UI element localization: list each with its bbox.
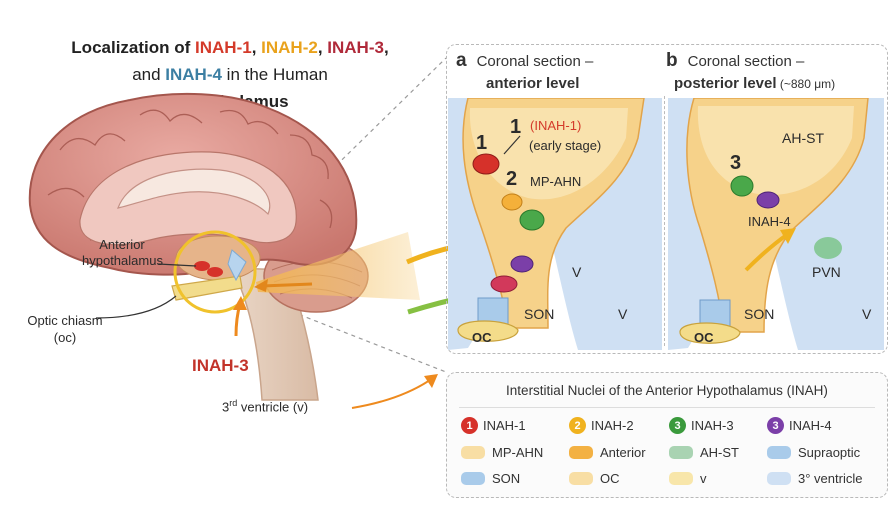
legend-swatch-oc [569, 472, 593, 485]
panel-a-v-label: V [572, 264, 581, 280]
legend-label-third-ventricle: 3° ventricle [798, 471, 862, 486]
legend-item-inah1: 1 INAH-1 [461, 417, 526, 434]
panel-b-v-right-label: V [862, 306, 871, 322]
legend-item-third-ventricle: 3° ventricle [767, 471, 862, 486]
label-optic-chiasm-line1: Optic chiasm [20, 312, 110, 329]
legend-label-son: SON [492, 471, 520, 486]
label-anterior-hypothalamus: Anterior hypothalamus [82, 237, 162, 269]
legend-badge-inah1: 1 [461, 417, 478, 434]
label-hypothalamus: hypothalamus [82, 253, 162, 269]
panel-a-header: a Coronal section – anterior level [456, 50, 656, 95]
legend-item-inah2: 2 INAH-2 [569, 417, 634, 434]
panel-b-pvn-region [814, 237, 842, 259]
label-inah3: INAH-3 [192, 356, 249, 376]
panel-a-letter: a [456, 50, 467, 71]
panel-a-inah1-nucleus [473, 154, 499, 174]
panel-b-oc-label: OC [694, 330, 714, 345]
legend-item-anterior: Anterior [569, 445, 646, 460]
legend-item-inah3: 3 INAH-3 [669, 417, 734, 434]
legend-label-inah3: INAH-3 [691, 418, 734, 433]
legend-swatch-v [669, 472, 693, 485]
panel-a-early-stage: (early stage) [529, 138, 601, 153]
panel-a-num1-big: 1 [476, 132, 487, 155]
panel-b-line1: Coronal section – [688, 53, 805, 70]
legend-box: Interstitial Nuclei of the Anterior Hypo… [446, 372, 888, 498]
legend-title: Interstitial Nuclei of the Anterior Hypo… [447, 383, 887, 398]
panel-b-ah-st-label: AH-ST [782, 130, 824, 146]
legend-swatch-third-ventricle [767, 472, 791, 485]
legend-label-supraoptic: Supraoptic [798, 445, 860, 460]
legend-item-v: v [669, 471, 707, 486]
legend-badge-inah3: 3 [669, 417, 686, 434]
panel-a-inah4-nucleus [511, 256, 533, 272]
legend-swatch-son [461, 472, 485, 485]
label-optic-chiasm: Optic chiasm (oc) [20, 312, 110, 346]
legend-divider [459, 407, 875, 408]
brain-nucleus-2 [207, 267, 223, 277]
label-third-ventricle: 3rd ventricle (v) [222, 398, 308, 414]
panel-a-inah3-nucleus [520, 210, 544, 230]
panel-b-header: b Coronal section – posterior level (~880… [666, 50, 886, 95]
panel-b-num3: 3 [730, 152, 741, 175]
panel-b-inah4-nucleus [757, 192, 779, 208]
legend-label-inah4: INAH-4 [789, 418, 832, 433]
brain-nucleus-1 [194, 261, 210, 271]
label-third-ventricle-text: ventricle (v) [237, 399, 308, 414]
arrow-third-ventricle-head [424, 374, 438, 388]
panel-divider [664, 96, 665, 346]
panel-b-son-label: SON [744, 306, 774, 322]
legend-label-inah1: INAH-1 [483, 418, 526, 433]
arrow-to-circle [262, 284, 312, 286]
legend-swatch-supraoptic [767, 446, 791, 459]
legend-label-inah2: INAH-2 [591, 418, 634, 433]
legend-item-mp-ahn: MP-AHN [461, 445, 543, 460]
panel-b-inah3-nucleus [731, 176, 753, 196]
legend-label-anterior: Anterior [600, 445, 646, 460]
panel-b-letter: b [666, 50, 678, 71]
panel-a-inah1-tag: (INAH-1) [530, 118, 581, 133]
legend-item-ah-st: AH-ST [669, 445, 739, 460]
panel-a-line2: anterior level [486, 75, 579, 92]
legend-item-inah4: 3 INAH-4 [767, 417, 832, 434]
panel-a-extra-nucleus [491, 276, 517, 292]
label-optic-chiasm-line2: (oc) [20, 329, 110, 346]
panel-b-pvn-label: PVN [812, 264, 841, 280]
panel-a-oc-label: OC [472, 330, 492, 345]
legend-item-oc: OC [569, 471, 620, 486]
panel-a-inah2-nucleus [502, 194, 522, 210]
panel-b-line2: posterior level [674, 75, 777, 92]
legend-badge-inah4: 3 [767, 417, 784, 434]
legend-label-ah-st: AH-ST [700, 445, 739, 460]
panel-a-line1: Coronal section – [477, 53, 594, 70]
panel-a-v-right-label: V [618, 306, 627, 322]
legend-item-supraoptic: Supraoptic [767, 445, 860, 460]
legend-swatch-ah-st [669, 446, 693, 459]
legend-swatch-mp-ahn [461, 446, 485, 459]
legend-label-v: v [700, 471, 707, 486]
legend-swatch-anterior [569, 446, 593, 459]
legend-label-oc: OC [600, 471, 620, 486]
panel-a-son-label: SON [524, 306, 554, 322]
arrow-third-ventricle [352, 380, 430, 408]
legend-item-son: SON [461, 471, 520, 486]
label-anterior: Anterior [82, 237, 162, 253]
panel-b-inah4-label: INAH-4 [748, 214, 791, 229]
legend-label-mp-ahn: MP-AHN [492, 445, 543, 460]
panel-b-line2-extra: (~880 μm) [777, 77, 836, 91]
panel-a-num1-top: 1 [510, 116, 521, 139]
panel-a-mp-ahn-label: MP-AHN [530, 174, 581, 189]
legend-badge-inah2: 2 [569, 417, 586, 434]
panel-a-num2: 2 [506, 168, 517, 191]
